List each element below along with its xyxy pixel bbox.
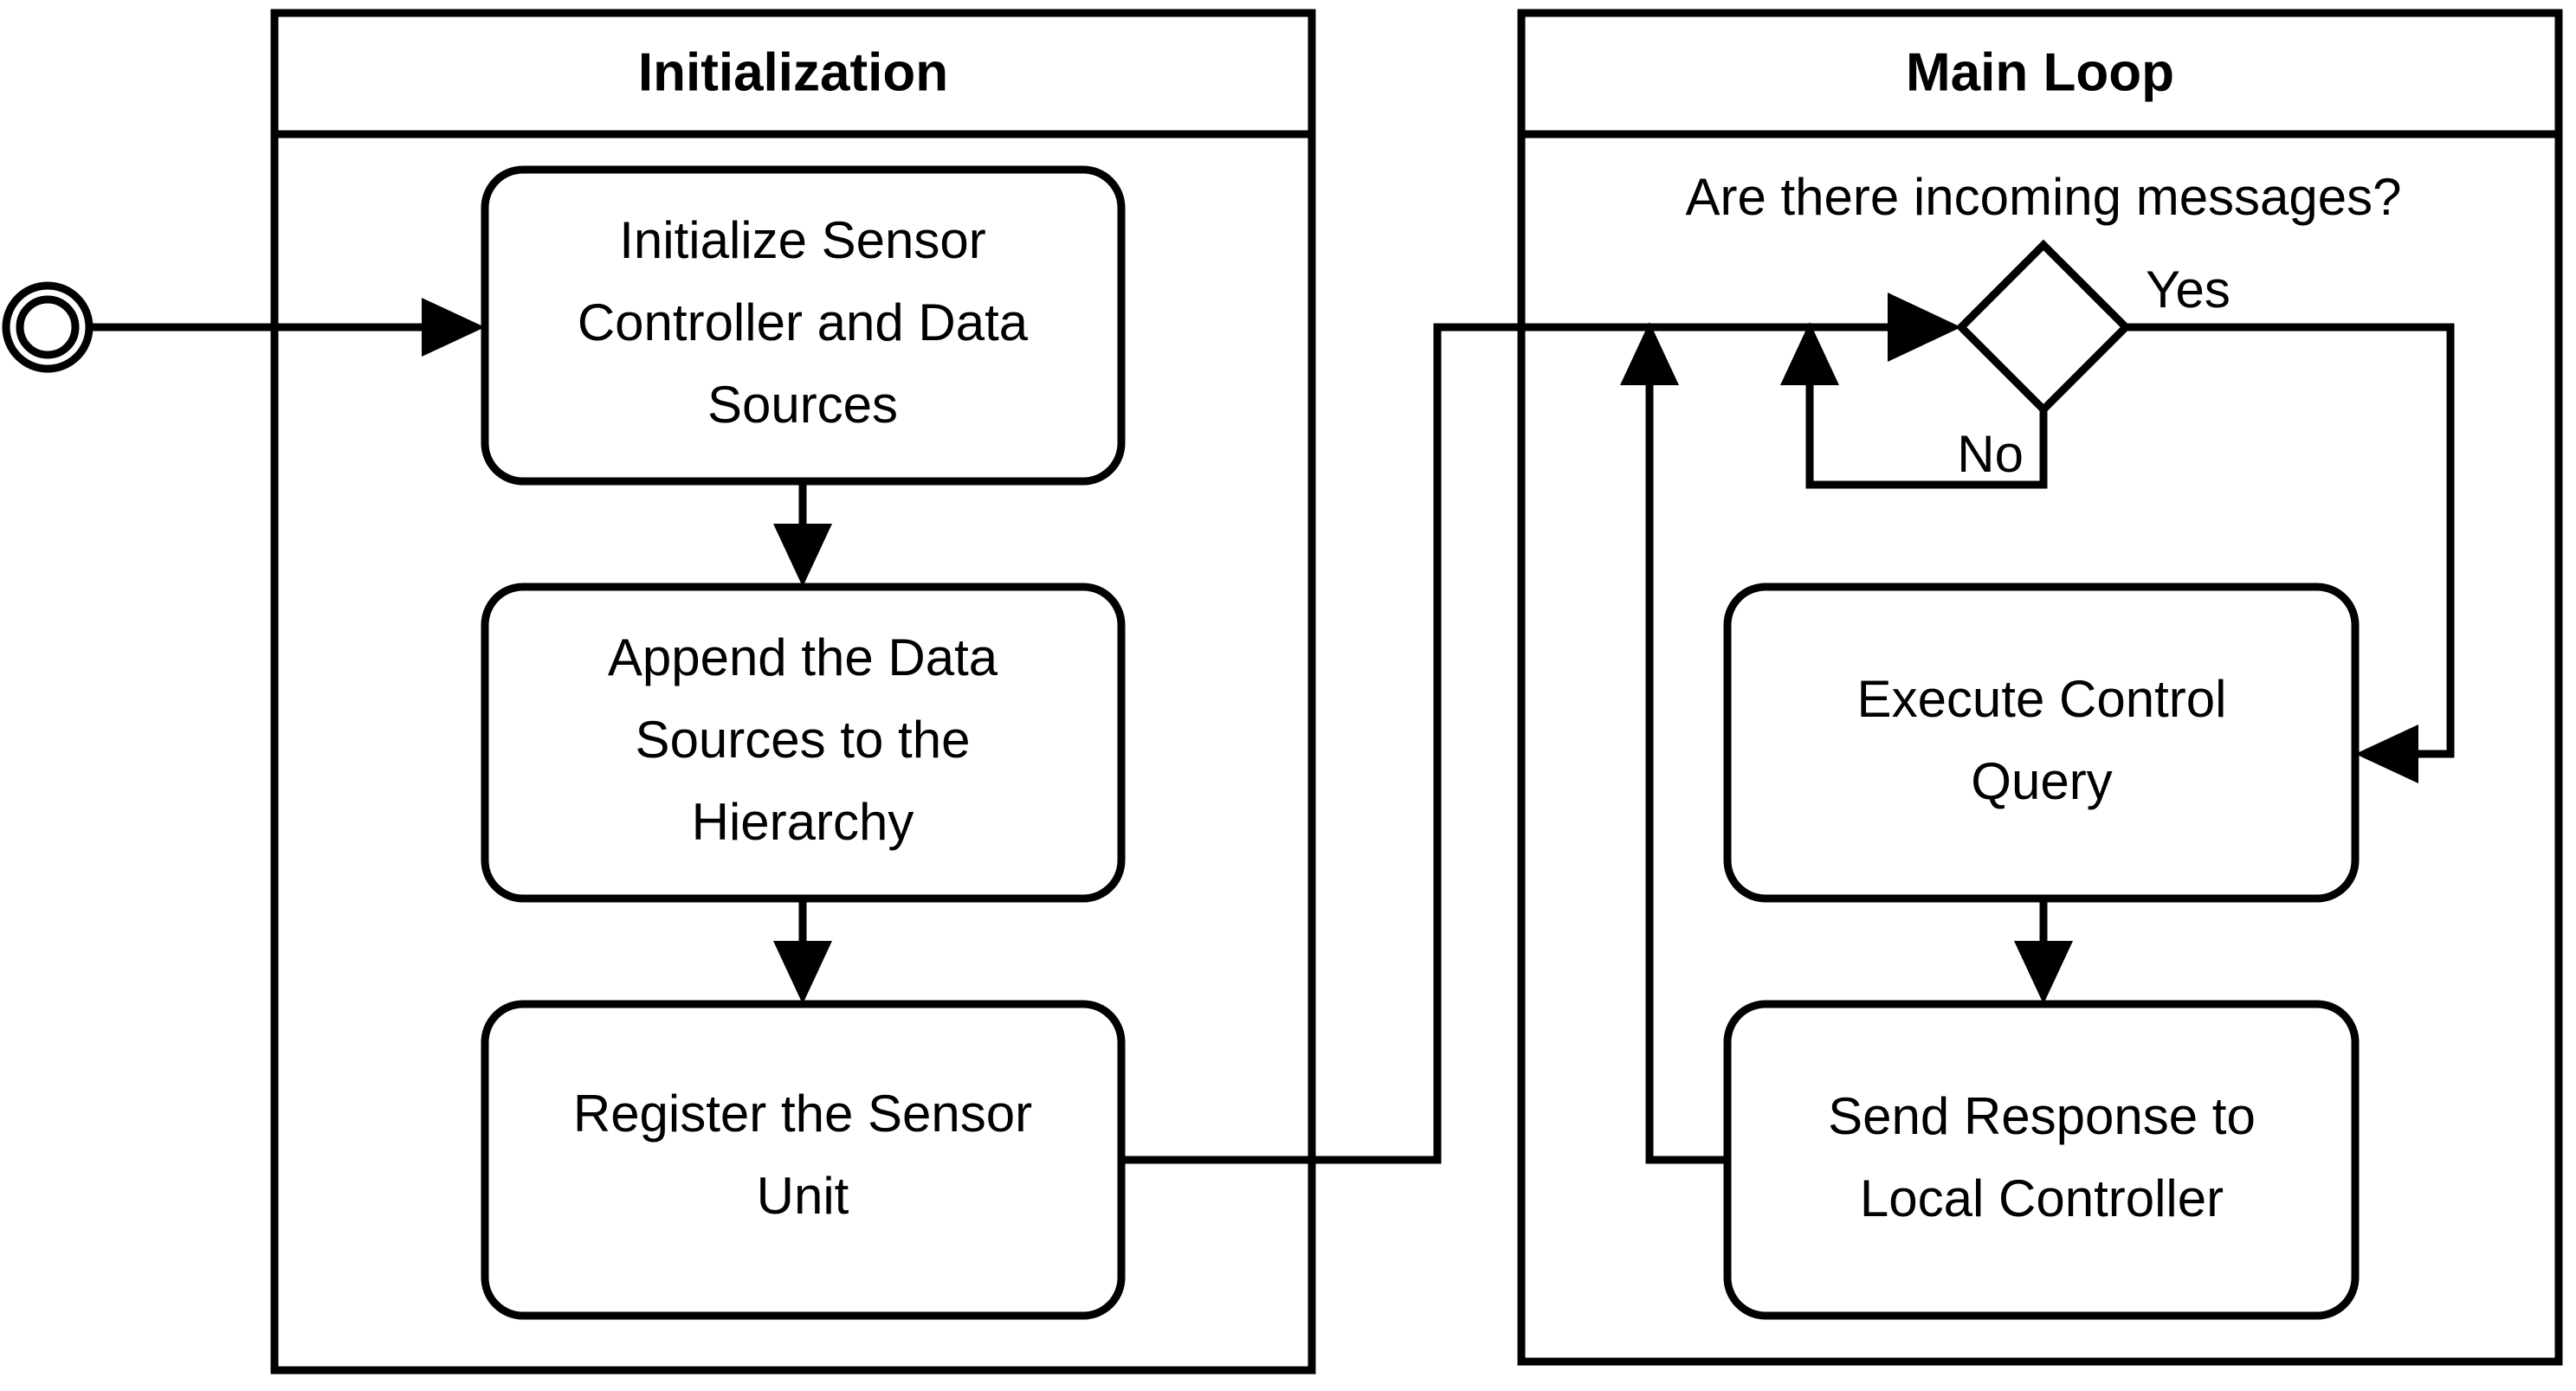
action-register-sensor-unit-line-1: Register the Sensor	[573, 1085, 1032, 1143]
flow-initialize-to-append-arrowhead	[773, 524, 832, 587]
action-initialize-sensor-controller-line-3: Sources	[707, 376, 898, 434]
flow-register-to-decision-arrowhead	[1888, 293, 1961, 362]
initial-node-inner-ring	[16, 295, 80, 359]
flow-decision-no-loopback-line	[1805, 374, 2048, 489]
decision-question-label: Are there incoming messages?	[1685, 168, 2401, 226]
flow-initial-to-initialize	[87, 298, 485, 357]
flow-initialize-to-append	[773, 481, 832, 587]
partition-main-loop-title: Main Loop	[1906, 42, 2174, 102]
action-append-data-sources[interactable]: Append the Data Sources to the Hierarchy	[481, 583, 1126, 903]
decision-incoming-messages-shape	[1955, 239, 2132, 415]
flow-register-to-decision-line	[1121, 323, 1901, 1164]
partition-initialization-title: Initialization	[638, 42, 948, 102]
flow-decision-no-loopback-arrowhead	[1780, 322, 1839, 385]
action-append-data-sources-line-3: Hierarchy	[692, 793, 914, 851]
action-send-response-local-controller-shape	[1723, 1000, 2360, 1320]
flow-decision-yes-to-execute	[2126, 323, 2455, 783]
action-initialize-sensor-controller[interactable]: Initialize Sensor Controller and Data So…	[481, 165, 1126, 486]
flow-decision-yes-to-execute-arrowhead	[2355, 724, 2418, 783]
action-execute-control-query-shape	[1723, 583, 2360, 903]
flow-execute-to-send	[2014, 898, 2073, 1004]
flow-decision-yes-to-execute-line	[2126, 323, 2455, 758]
flow-append-to-register-arrowhead	[773, 941, 832, 1004]
action-send-response-local-controller-line-2: Local Controller	[1860, 1169, 2224, 1227]
action-append-data-sources-line-1: Append the Data	[608, 628, 998, 686]
flow-execute-to-send-arrowhead	[2014, 941, 2073, 1004]
initial-node[interactable]	[2, 281, 94, 373]
action-register-sensor-unit[interactable]: Register the Sensor Unit	[481, 1000, 1126, 1320]
action-append-data-sources-line-2: Sources to the	[636, 711, 971, 769]
action-execute-control-query-line-1: Execute Control	[1857, 670, 2227, 728]
flow-register-to-decision	[1121, 293, 1961, 1164]
flow-send-to-decision	[1620, 322, 1727, 1164]
initial-node-outer-ring	[2, 281, 94, 373]
action-register-sensor-unit-shape	[481, 1000, 1126, 1320]
action-send-response-local-controller-line-1: Send Response to	[1828, 1087, 2256, 1145]
flow-append-to-register	[773, 898, 832, 1004]
guard-label-no: No	[1957, 425, 2024, 483]
action-initialize-sensor-controller-line-1: Initialize Sensor	[619, 211, 986, 269]
flow-send-to-decision-line	[1645, 374, 1727, 1164]
action-execute-control-query-line-2: Query	[1971, 752, 2112, 810]
flow-initial-to-initialize-arrowhead	[422, 298, 485, 357]
flow-send-to-decision-arrowhead	[1620, 322, 1679, 385]
decision-incoming-messages[interactable]: Yes No	[1955, 239, 2231, 483]
action-register-sensor-unit-line-2: Unit	[757, 1167, 849, 1225]
action-initialize-sensor-controller-line-2: Controller and Data	[578, 293, 1029, 351]
flow-decision-no-loopback	[1780, 322, 2048, 489]
guard-label-yes: Yes	[2146, 261, 2231, 319]
action-send-response-local-controller[interactable]: Send Response to Local Controller	[1723, 1000, 2360, 1320]
action-execute-control-query[interactable]: Execute Control Query	[1723, 583, 2360, 903]
